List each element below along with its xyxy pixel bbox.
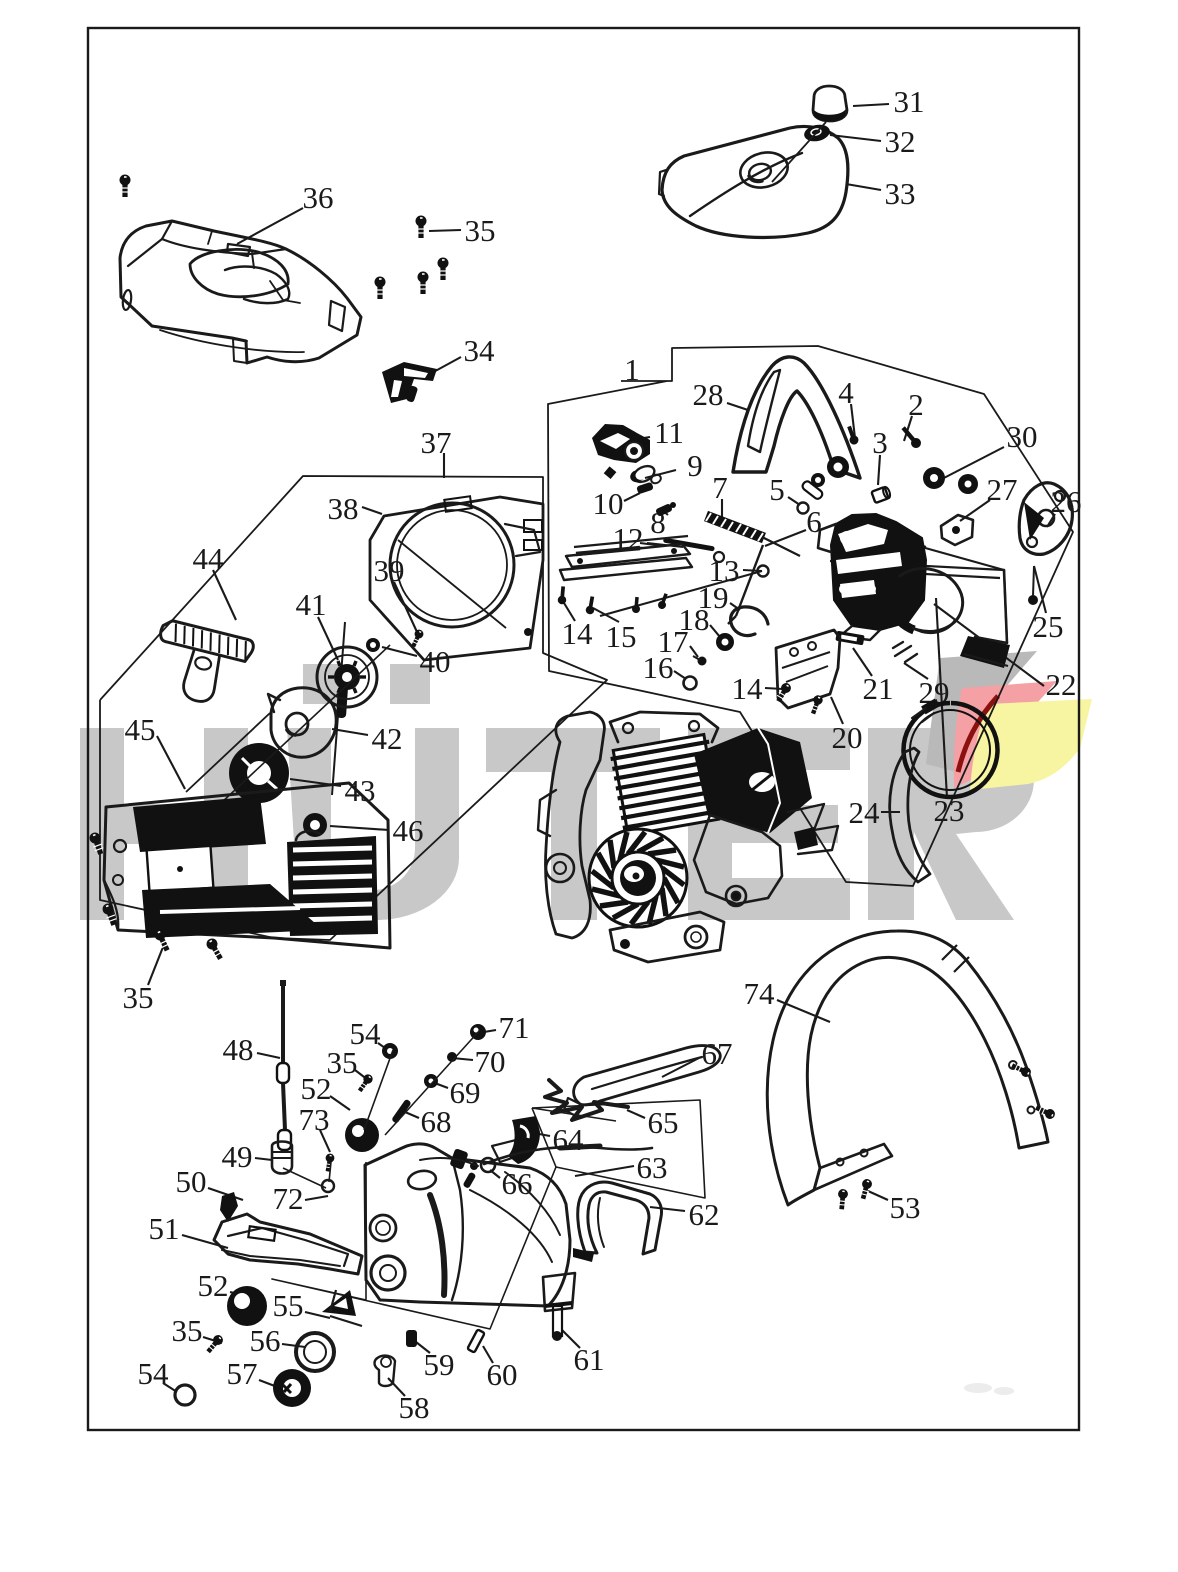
svg-text:36: 36 bbox=[303, 180, 334, 215]
svg-text:65: 65 bbox=[648, 1105, 679, 1140]
svg-text:52: 52 bbox=[301, 1071, 332, 1106]
svg-text:26: 26 bbox=[1051, 484, 1082, 519]
svg-text:51: 51 bbox=[149, 1211, 180, 1246]
svg-text:60: 60 bbox=[487, 1357, 518, 1392]
svg-text:24: 24 bbox=[849, 795, 881, 830]
svg-text:66: 66 bbox=[502, 1166, 533, 1201]
svg-text:73: 73 bbox=[299, 1102, 330, 1137]
svg-text:48: 48 bbox=[223, 1032, 254, 1067]
svg-text:5: 5 bbox=[769, 472, 785, 507]
svg-text:63: 63 bbox=[637, 1150, 668, 1185]
svg-text:28: 28 bbox=[693, 377, 724, 412]
svg-text:22: 22 bbox=[1046, 667, 1077, 702]
svg-text:25: 25 bbox=[1033, 609, 1064, 644]
svg-text:70: 70 bbox=[475, 1044, 506, 1079]
svg-text:72: 72 bbox=[273, 1181, 304, 1216]
svg-text:58: 58 bbox=[399, 1390, 430, 1425]
svg-text:40: 40 bbox=[420, 644, 451, 679]
svg-text:20: 20 bbox=[832, 720, 863, 755]
svg-text:55: 55 bbox=[273, 1288, 304, 1323]
svg-text:71: 71 bbox=[499, 1010, 530, 1045]
svg-text:31: 31 bbox=[894, 84, 925, 119]
svg-text:17: 17 bbox=[658, 624, 689, 659]
svg-text:7: 7 bbox=[712, 470, 728, 505]
svg-text:27: 27 bbox=[987, 472, 1018, 507]
svg-text:16: 16 bbox=[643, 650, 674, 685]
svg-text:10: 10 bbox=[593, 486, 624, 521]
svg-text:1: 1 bbox=[624, 352, 640, 387]
svg-text:59: 59 bbox=[424, 1347, 455, 1382]
svg-text:34: 34 bbox=[464, 333, 496, 368]
svg-text:52: 52 bbox=[198, 1268, 229, 1303]
svg-text:62: 62 bbox=[689, 1197, 720, 1232]
svg-text:46: 46 bbox=[393, 813, 424, 848]
svg-text:54: 54 bbox=[138, 1356, 170, 1391]
svg-text:15: 15 bbox=[606, 619, 637, 654]
svg-text:35: 35 bbox=[123, 980, 154, 1015]
svg-text:38: 38 bbox=[328, 491, 359, 526]
svg-text:49: 49 bbox=[222, 1139, 253, 1174]
svg-text:35: 35 bbox=[327, 1045, 358, 1080]
svg-text:50: 50 bbox=[176, 1164, 207, 1199]
svg-text:32: 32 bbox=[885, 124, 916, 159]
svg-text:18: 18 bbox=[679, 602, 710, 637]
svg-text:57: 57 bbox=[227, 1356, 258, 1391]
svg-text:14: 14 bbox=[562, 616, 594, 651]
svg-text:33: 33 bbox=[885, 176, 916, 211]
svg-text:42: 42 bbox=[372, 721, 403, 756]
svg-text:61: 61 bbox=[574, 1342, 605, 1377]
svg-text:53: 53 bbox=[890, 1190, 921, 1225]
svg-text:4: 4 bbox=[838, 375, 854, 410]
svg-text:35: 35 bbox=[465, 213, 496, 248]
svg-text:6: 6 bbox=[806, 504, 822, 539]
svg-text:45: 45 bbox=[125, 712, 156, 747]
svg-text:3: 3 bbox=[872, 425, 888, 460]
svg-text:68: 68 bbox=[421, 1104, 452, 1139]
svg-text:19: 19 bbox=[698, 580, 729, 615]
svg-text:56: 56 bbox=[250, 1323, 281, 1358]
svg-text:30: 30 bbox=[1007, 419, 1038, 454]
svg-text:54: 54 bbox=[350, 1016, 382, 1051]
svg-text:9: 9 bbox=[687, 448, 703, 483]
svg-text:37: 37 bbox=[421, 425, 452, 460]
svg-text:14: 14 bbox=[732, 671, 764, 706]
svg-text:41: 41 bbox=[296, 587, 327, 622]
svg-text:11: 11 bbox=[654, 415, 684, 450]
svg-text:21: 21 bbox=[863, 671, 894, 706]
svg-text:35: 35 bbox=[172, 1313, 203, 1348]
svg-text:44: 44 bbox=[193, 541, 225, 576]
svg-text:64: 64 bbox=[553, 1122, 585, 1157]
svg-text:74: 74 bbox=[744, 976, 776, 1011]
svg-text:69: 69 bbox=[450, 1075, 481, 1110]
svg-text:2: 2 bbox=[908, 387, 924, 422]
svg-text:67: 67 bbox=[702, 1036, 733, 1071]
